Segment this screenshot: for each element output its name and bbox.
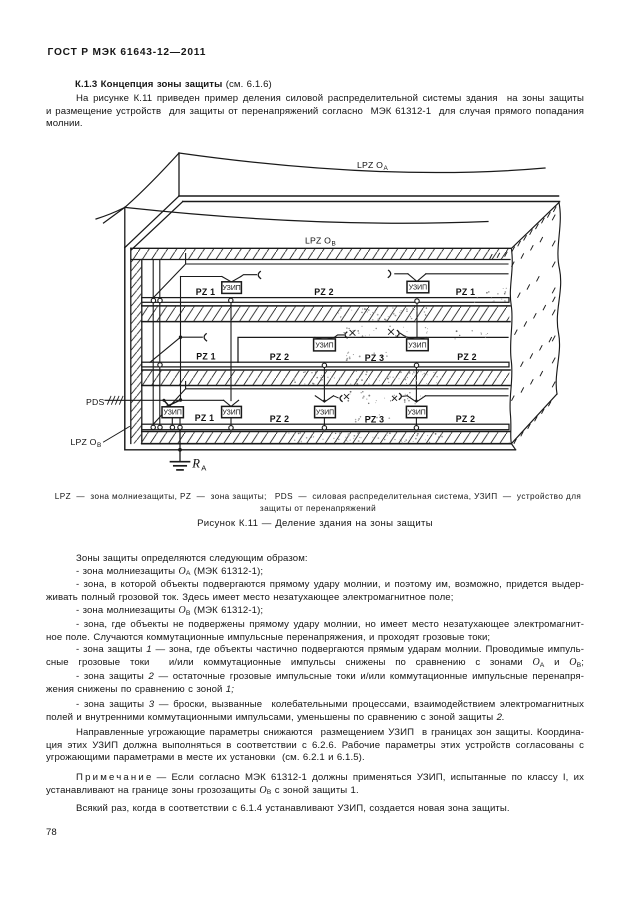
svg-text:B: B — [97, 442, 101, 449]
svg-text:A: A — [201, 463, 207, 472]
svg-text:R: R — [191, 456, 200, 470]
svg-text:PZ 2: PZ 2 — [270, 352, 289, 362]
svg-text:PZ 1: PZ 1 — [196, 351, 215, 361]
svg-text:PZ 1: PZ 1 — [456, 287, 475, 297]
svg-text:PZ 3: PZ 3 — [365, 353, 384, 363]
svg-text:LPZ O: LPZ O — [71, 437, 97, 447]
svg-text:B: B — [332, 241, 336, 248]
svg-text:УЗИП: УЗИП — [407, 410, 425, 417]
svg-text:PZ 2: PZ 2 — [456, 414, 475, 424]
svg-text:УЗИП: УЗИП — [164, 410, 182, 417]
svg-text:PZ 3: PZ 3 — [365, 414, 384, 424]
svg-text:PZ 1: PZ 1 — [196, 287, 215, 297]
svg-text:PZ 1: PZ 1 — [195, 413, 214, 423]
svg-text:PZ 2: PZ 2 — [314, 287, 333, 297]
svg-text:УЗИП: УЗИП — [316, 410, 334, 417]
svg-text:LPZ O: LPZ O — [305, 235, 331, 245]
svg-text:LPZ O: LPZ O — [357, 160, 383, 170]
svg-text:PZ 2: PZ 2 — [270, 414, 289, 424]
svg-text:УЗИП: УЗИП — [222, 285, 240, 292]
svg-text:УЗИП: УЗИП — [408, 343, 426, 350]
svg-text:A: A — [384, 165, 389, 172]
svg-text:УЗИП: УЗИП — [222, 410, 240, 417]
svg-text:УЗИП: УЗИП — [315, 343, 333, 350]
svg-text:PZ 2: PZ 2 — [457, 352, 476, 362]
svg-text:PDS: PDS — [86, 397, 104, 407]
svg-text:УЗИП: УЗИП — [409, 285, 427, 292]
